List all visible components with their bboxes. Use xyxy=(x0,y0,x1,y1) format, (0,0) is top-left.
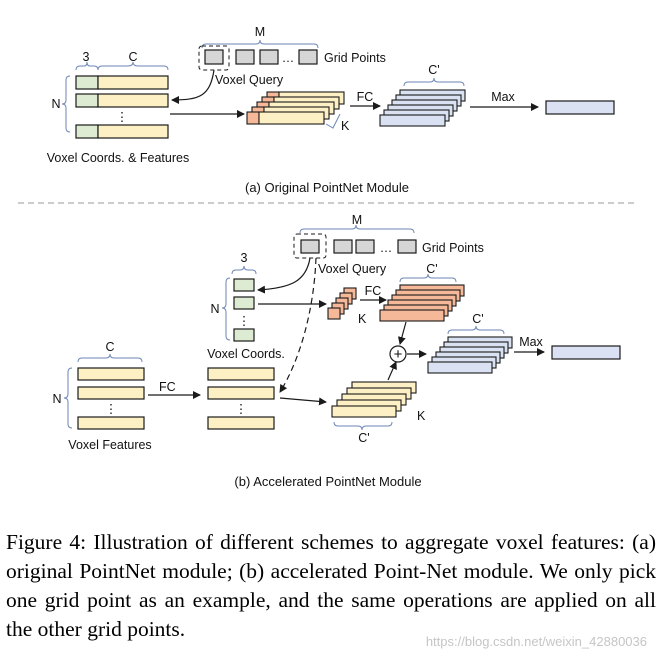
grouped-feature-stack xyxy=(331,381,417,418)
label-3: 3 xyxy=(83,50,90,64)
ellipsis: ⋮ xyxy=(105,402,118,416)
c-prime-label: C' xyxy=(428,63,439,77)
label-m: M xyxy=(255,25,265,39)
grouped-feature-stack xyxy=(246,91,345,125)
ellipsis: ⋮ xyxy=(235,402,248,416)
grid-points-label: Grid Points xyxy=(422,241,484,255)
brace-n xyxy=(63,367,73,429)
ellipsis: ⋮ xyxy=(116,110,129,124)
fused-output-stack xyxy=(427,336,513,374)
grid-point xyxy=(259,49,279,65)
brace-m xyxy=(201,39,319,49)
panel-b-title: (b) Accelerated PointNet Module xyxy=(234,474,421,489)
to-plus-arrow-top xyxy=(397,321,407,345)
query-arrow xyxy=(171,69,215,104)
voxel-row xyxy=(75,93,169,108)
ellipsis: … xyxy=(380,241,393,255)
grid-point xyxy=(300,239,320,254)
ellipsis: ⋮ xyxy=(238,314,251,328)
panel-a: 3 C N ⋮ Voxel Coords. & Features M … Gri… xyxy=(47,25,615,195)
panel-a-title: (a) Original PointNet Module xyxy=(245,180,409,195)
brace-m xyxy=(299,224,415,234)
grid-point xyxy=(204,49,224,65)
c-prime-label: C' xyxy=(426,262,437,276)
pooled-feature xyxy=(545,100,615,115)
grid-point xyxy=(397,239,417,254)
brace-c-prime-out xyxy=(447,325,505,335)
brace-n xyxy=(221,277,231,341)
fc-label: FC xyxy=(357,90,374,104)
group-arrow xyxy=(279,397,327,406)
figure-caption: Figure 4: Illustration of different sche… xyxy=(6,530,656,641)
watermark: https://blog.csdn.net/weixin_42880036 xyxy=(425,634,647,649)
fc-label: FC xyxy=(365,284,382,298)
voxel-coord xyxy=(233,328,255,342)
pooled-feature xyxy=(551,345,621,360)
label-k: K xyxy=(358,312,367,326)
voxel-coord xyxy=(233,296,255,310)
brace-c xyxy=(77,353,143,363)
brace-c xyxy=(97,61,169,71)
label-c: C xyxy=(128,50,137,64)
label-n: N xyxy=(210,302,219,316)
grid-point xyxy=(298,49,318,65)
max-label: Max xyxy=(491,90,515,104)
label-k: K xyxy=(417,409,426,423)
fc-label: FC xyxy=(159,380,176,394)
grid-points-label: Grid Points xyxy=(324,51,386,65)
brace-c-prime-bottom xyxy=(333,421,393,431)
voxel-feature xyxy=(77,386,145,400)
label-n: N xyxy=(51,97,60,111)
sum-node xyxy=(389,345,407,363)
transformed-feature xyxy=(207,367,275,381)
voxel-query-label: Voxel Query xyxy=(215,73,284,87)
label-m: M xyxy=(352,213,362,227)
panel-b: M … Grid Points Voxel Query 3 N ⋮ Voxel … xyxy=(52,213,621,489)
voxel-query-label: Voxel Query xyxy=(318,262,387,276)
voxel-coords-features-label: Voxel Coords. & Features xyxy=(47,151,189,165)
voxel-coords-label: Voxel Coords. xyxy=(207,347,285,361)
brace-3 xyxy=(75,61,99,71)
voxel-row xyxy=(75,124,169,139)
brace-k xyxy=(325,113,341,129)
coord-feature-stack xyxy=(379,284,465,322)
voxel-feature xyxy=(77,367,145,381)
dashed-query-link xyxy=(279,257,317,393)
label-n: N xyxy=(52,392,61,406)
voxel-features-label: Voxel Features xyxy=(68,438,151,452)
grid-point xyxy=(333,239,353,254)
plus-sign: + xyxy=(394,346,403,363)
voxel-feature xyxy=(77,416,145,430)
grid-point xyxy=(355,239,375,254)
transformed-feature xyxy=(207,416,275,430)
grouped-coord-stack xyxy=(327,287,357,320)
ellipsis: … xyxy=(282,51,295,65)
c-prime-label: C' xyxy=(358,431,369,445)
brace-n xyxy=(61,75,71,133)
brace-3 xyxy=(231,265,257,275)
query-arrow xyxy=(257,257,311,294)
transformed-feature xyxy=(207,386,275,400)
label-c: C xyxy=(105,340,114,354)
max-label: Max xyxy=(519,335,543,349)
c-prime-label: C' xyxy=(472,312,483,326)
label-3: 3 xyxy=(241,251,248,265)
brace-c-prime xyxy=(399,273,457,283)
voxel-coord xyxy=(233,278,255,292)
label-k: K xyxy=(341,119,350,133)
voxel-row xyxy=(75,75,169,90)
to-plus-arrow-bottom xyxy=(387,361,397,381)
fc-output-stack xyxy=(379,89,466,127)
brace-c-prime xyxy=(403,77,465,87)
grid-point xyxy=(235,49,255,65)
